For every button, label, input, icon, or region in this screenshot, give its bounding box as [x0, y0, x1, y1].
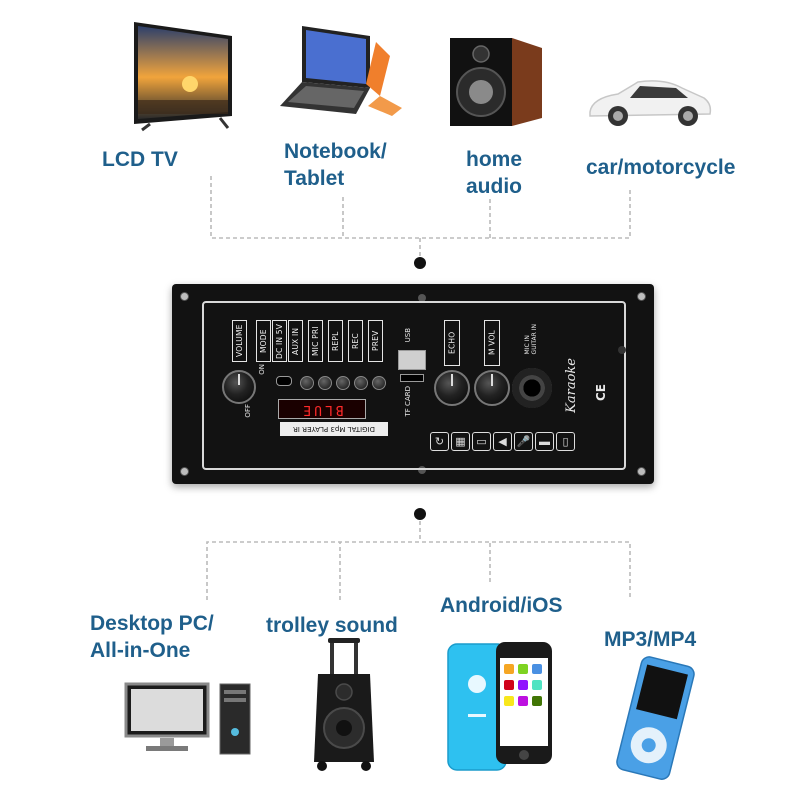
volume-knob[interactable] — [222, 370, 256, 404]
ir-sensor — [618, 346, 626, 354]
label-volume: VOLUME — [232, 320, 247, 362]
power-off-label: OFF — [244, 404, 252, 418]
ce-mark: CE — [594, 384, 608, 402]
panel-frame — [202, 301, 626, 470]
trolley-speaker-icon — [314, 638, 374, 771]
karaoke-logo: Karaoke — [564, 358, 579, 413]
top-junction-dot — [414, 257, 426, 269]
device-label-android-ios: Android/iOS — [440, 594, 563, 617]
prev-button[interactable] — [372, 376, 386, 390]
function-icon-row: ↻ ▦ ▭ ◀ 🎤 ▬ ▯ — [430, 432, 575, 451]
label-rec: REC — [348, 320, 363, 362]
mic-guitar-label: MIC IN GUITAR IN — [524, 324, 538, 355]
tf-card-label: TF CARD — [404, 386, 412, 417]
battery-icon: ▯ — [556, 432, 575, 451]
mp3-player-icon — [616, 656, 695, 780]
dc-in-port[interactable] — [276, 376, 292, 386]
label-repl: REPL — [328, 320, 343, 362]
notebook-tablet-icon — [280, 26, 402, 116]
bottom-junction-dot — [414, 508, 426, 520]
m-vol-knob[interactable] — [474, 370, 510, 406]
device-label-car-motorcycle: car/motorcycle — [586, 156, 736, 179]
desktop-pc-icon — [124, 682, 251, 755]
mic-pri-button[interactable] — [318, 376, 332, 390]
mp3-module-panel: VOLUME MODE DC IN 5V AUX IN MIC PRI REPL… — [172, 284, 654, 484]
panel-screw — [637, 292, 646, 301]
car-icon — [589, 80, 712, 126]
device-label-home-audio: home audio — [466, 148, 523, 198]
label-prev: PREV — [368, 320, 383, 362]
power-on-label: ON — [258, 364, 266, 375]
echo-knob[interactable] — [434, 370, 470, 406]
mic-icon: 🎤 — [514, 432, 533, 451]
card-icon: ▬ — [535, 432, 554, 451]
mount-hole — [418, 294, 426, 302]
label-aux-in: AUX IN — [288, 320, 303, 362]
led-display: BLUE — [278, 399, 366, 419]
label-mode: MODE — [256, 320, 271, 362]
label-mic-pri: MIC PRI — [308, 320, 323, 362]
mount-hole — [418, 466, 426, 474]
device-label-trolley-sound: trolley sound — [266, 614, 398, 637]
label-m-vol: M VOL — [484, 320, 500, 366]
usb-port[interactable] — [398, 350, 426, 370]
panel-screw — [637, 467, 646, 476]
panel-screw — [180, 292, 189, 301]
label-echo: ECHO — [444, 320, 460, 366]
lcd-tv-icon — [134, 22, 232, 132]
module-caption: DIGITAL Mp3 PLAYER IR — [280, 422, 388, 436]
repeat-icon: ↻ — [430, 432, 449, 451]
home-audio-speaker-icon — [450, 38, 542, 126]
repl-button[interactable] — [336, 376, 350, 390]
device-label-desktop-pc: Desktop PC/ All-in-One — [90, 612, 214, 662]
rec-button[interactable] — [354, 376, 368, 390]
aux-in-button[interactable] — [300, 376, 314, 390]
label-dc-in: DC IN 5V — [272, 320, 287, 362]
mic-guitar-jack[interactable] — [512, 368, 552, 408]
panel-screw — [180, 467, 189, 476]
tf-card-slot[interactable] — [400, 374, 424, 382]
folder-icon: ▭ — [472, 432, 491, 451]
device-label-mp3-mp4: MP3/MP4 — [604, 628, 697, 651]
device-label-notebook-tablet: Notebook/ Tablet — [284, 140, 387, 190]
smartphone-icon — [447, 642, 552, 771]
radio-icon: ▦ — [451, 432, 470, 451]
device-label-lcd-tv: LCD TV — [102, 148, 178, 171]
speaker-icon: ◀ — [493, 432, 512, 451]
usb-label: USB — [404, 328, 412, 343]
